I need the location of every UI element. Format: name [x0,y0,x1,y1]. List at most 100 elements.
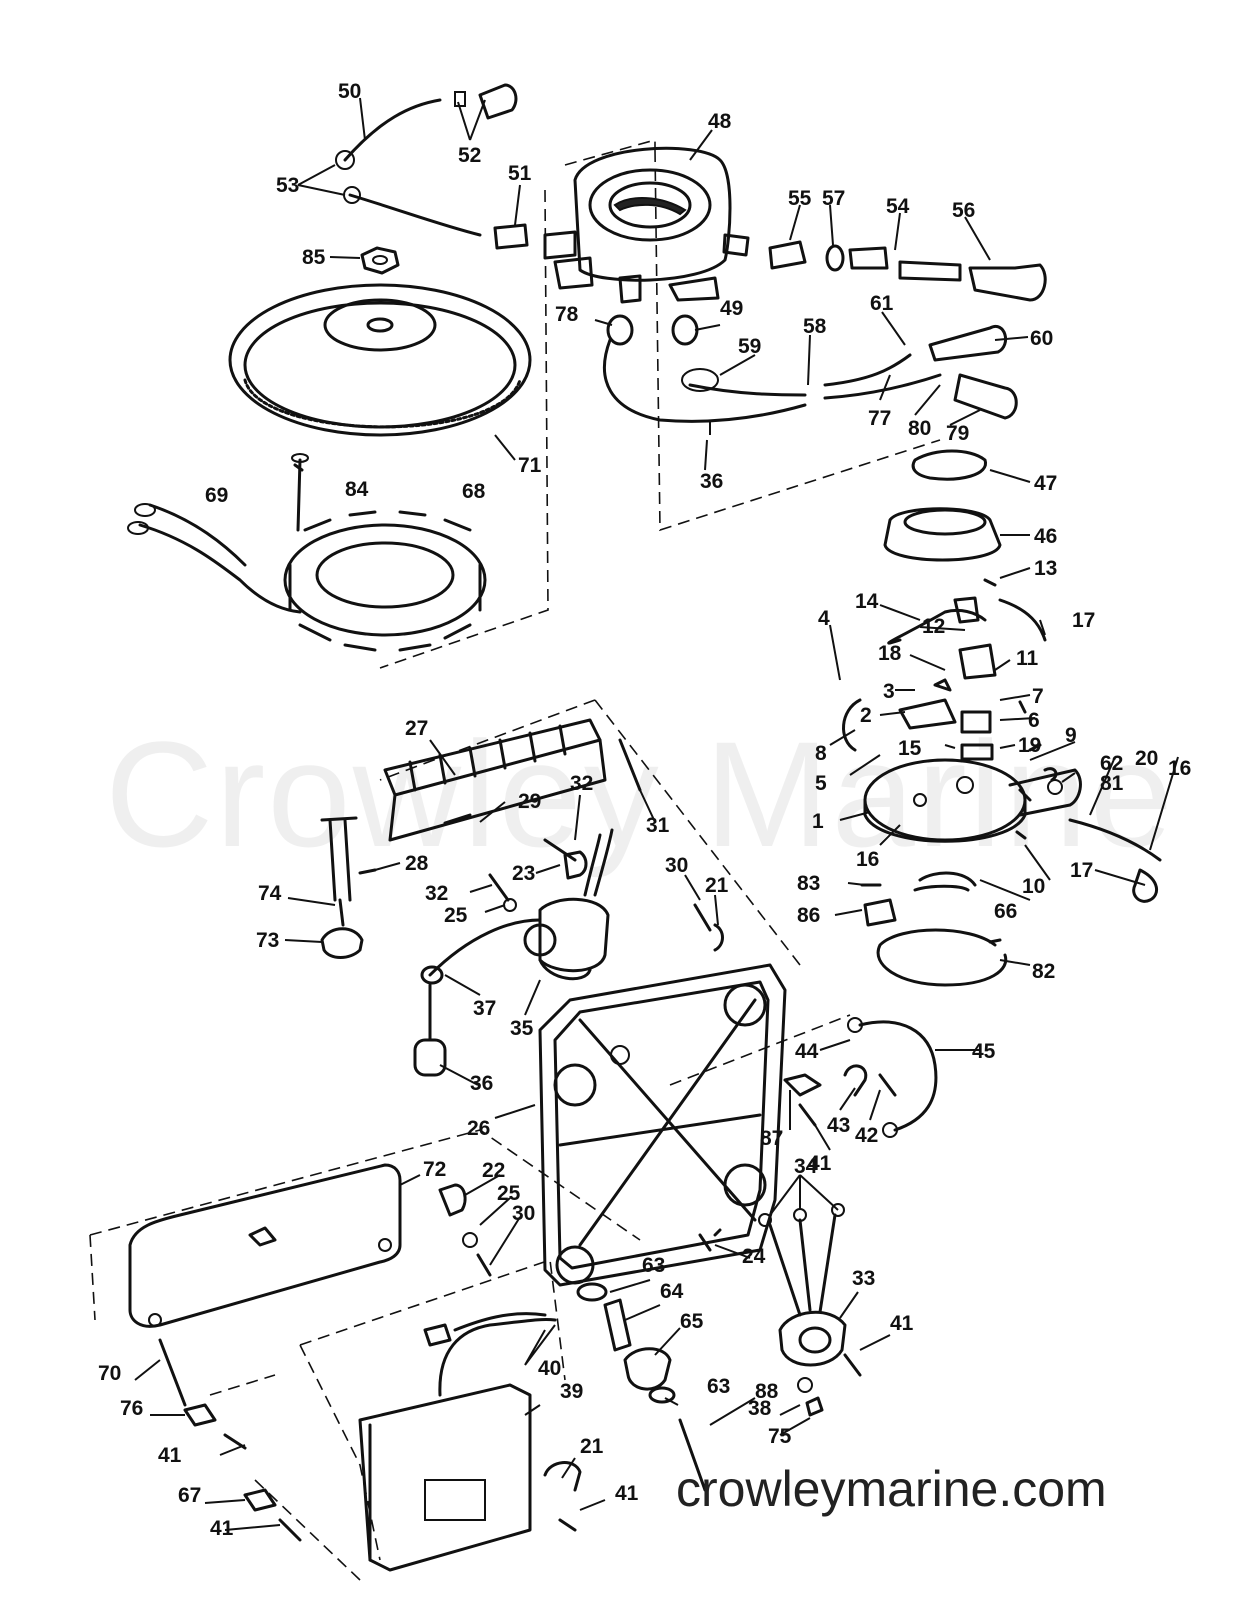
callout-9: 9 [1065,724,1077,747]
callout-27: 27 [405,717,428,740]
callout-85: 85 [302,246,326,269]
callout-25b: 25 [497,1182,521,1205]
callout-17: 17 [1072,609,1095,632]
callout-74: 74 [258,882,282,905]
callout-29: 29 [518,790,541,813]
callout-41e: 41 [210,1517,234,1540]
callout-81: 81 [1100,772,1124,795]
retaining-ring-47 [911,449,987,481]
callout-63b: 63 [707,1375,730,1398]
callout-33: 33 [852,1267,875,1290]
ring-82 [876,928,1008,987]
callout-58: 58 [803,315,827,338]
callout-54: 54 [886,195,910,218]
callout-17b: 17 [1070,859,1093,882]
callout-68: 68 [462,480,486,503]
callout-36: 36 [700,470,723,493]
callout-38: 38 [748,1397,772,1420]
sensor-33 [758,1203,847,1367]
callout-51: 51 [508,162,532,185]
callout-2: 2 [860,704,872,727]
stator-68 [283,510,487,652]
callout-48: 48 [708,110,732,133]
callout-66: 66 [994,900,1017,923]
callout-36b: 36 [470,1072,493,1095]
cover-72 [128,1163,402,1328]
spacer-stack-63-88 [576,1282,707,1492]
callout-11: 11 [1016,647,1039,670]
callout-87: 87 [760,1127,783,1150]
callout-4: 4 [818,607,830,630]
callout-67: 67 [178,1484,201,1507]
callout-73: 73 [256,929,279,952]
callout-14: 14 [855,590,879,613]
callout-83: 83 [797,872,820,895]
callout-61: 61 [870,292,894,315]
callout-8: 8 [815,742,827,765]
callout-46: 46 [1034,525,1057,548]
callout-26: 26 [467,1117,490,1140]
fasteners [158,463,1058,1542]
callout-53: 53 [276,174,299,197]
callout-49: 49 [720,297,743,320]
callout-28: 28 [405,852,429,875]
rectifier-74 [320,816,364,959]
callout-47: 47 [1034,472,1057,495]
callout-71: 71 [518,454,542,477]
ground-lead-45 [847,1017,938,1138]
callout-3: 3 [883,680,895,703]
callout-88: 88 [755,1380,779,1403]
callout-78: 78 [555,303,579,326]
callout-12: 12 [922,615,945,638]
bolt-84 [291,453,309,532]
callout-labels: 50 52 53 51 85 48 55 57 54 56 78 49 58 6… [98,80,1191,1540]
cup-46 [883,507,1002,562]
callout-39: 39 [560,1380,583,1403]
callout-63: 63 [642,1254,665,1277]
ignition-coil-35 [413,828,614,1077]
callout-10: 10 [1022,875,1045,898]
leader-lines [134,97,1179,1531]
stator-leads-69 [127,503,302,614]
callout-5: 5 [815,772,827,795]
dashed-group-borders [89,138,941,1581]
callout-72: 72 [423,1158,446,1181]
callout-76: 76 [120,1397,143,1420]
callout-65: 65 [680,1310,704,1333]
terminal-strip-27 [383,718,607,842]
callout-69: 69 [205,484,228,507]
callout-6: 6 [1028,709,1040,732]
plug-caps-54-57 [768,240,1047,302]
callout-40: 40 [538,1357,561,1380]
callout-30b: 30 [512,1202,535,1225]
callout-82: 82 [1032,960,1055,983]
callout-32: 32 [570,772,593,795]
callout-56: 56 [952,199,975,222]
callout-57: 57 [822,187,845,210]
callout-19: 19 [1018,734,1041,757]
callout-16b: 16 [856,848,879,871]
callout-16: 16 [1168,757,1191,780]
callout-52: 52 [458,144,481,167]
callout-86: 86 [797,904,820,927]
callout-62: 62 [1100,752,1123,775]
callout-41c: 41 [615,1482,639,1505]
spark-plug-lead-50 [335,83,529,250]
callout-41: 41 [808,1152,832,1175]
callout-42: 42 [855,1124,878,1147]
callout-44: 44 [795,1040,819,1063]
callout-15: 15 [898,737,922,760]
callout-84: 84 [345,478,369,501]
clips [183,813,868,1512]
callout-30: 30 [665,854,688,877]
callout-35: 35 [510,1017,534,1040]
callout-50: 50 [338,80,361,103]
power-pack-39 [358,1312,557,1572]
callout-32b: 32 [425,882,448,905]
callout-21b: 21 [580,1435,604,1458]
callout-7: 7 [1032,685,1044,708]
ignition-housing-48 [543,146,750,304]
spring-66 [913,871,977,892]
coil-leads-58-80 [602,314,1018,435]
